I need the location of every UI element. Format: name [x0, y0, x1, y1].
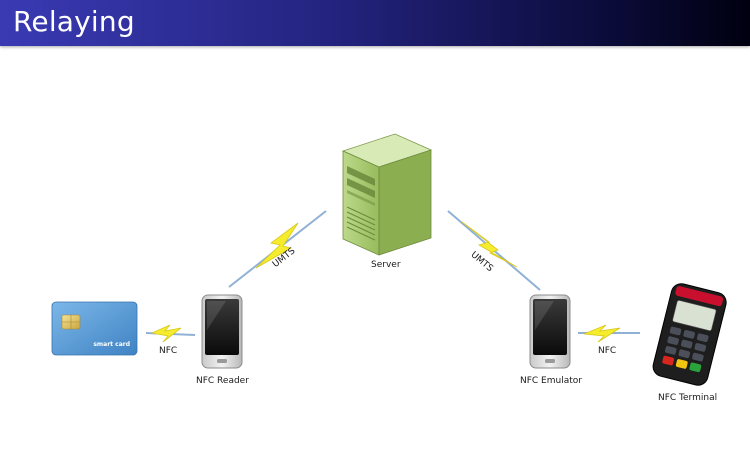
slide-title: Relaying [13, 5, 135, 38]
nfc-terminal-icon [652, 283, 727, 386]
server-icon [341, 133, 433, 256]
nfc-emulator-label: NFC Emulator [520, 376, 582, 386]
nfc-bolt-right [583, 324, 621, 343]
nfc-emulator-phone-icon [529, 294, 571, 369]
nfc-reader-phone-icon [201, 294, 243, 369]
nfc-reader-label: NFC Reader [196, 376, 249, 386]
nfc-bolt-left [150, 324, 182, 343]
nfc-label-right: NFC [598, 346, 617, 356]
umts-bolt-left [255, 222, 299, 269]
smart-card-icon: smart card [51, 301, 138, 356]
slide-title-bar: Relaying [0, 0, 750, 46]
umts-bolt-right [461, 221, 518, 268]
nfc-label-left: NFC [159, 346, 178, 356]
smart-card-text: smart card [93, 341, 130, 348]
server-label: Server [371, 260, 401, 270]
nfc-terminal-label: NFC Terminal [658, 393, 718, 403]
